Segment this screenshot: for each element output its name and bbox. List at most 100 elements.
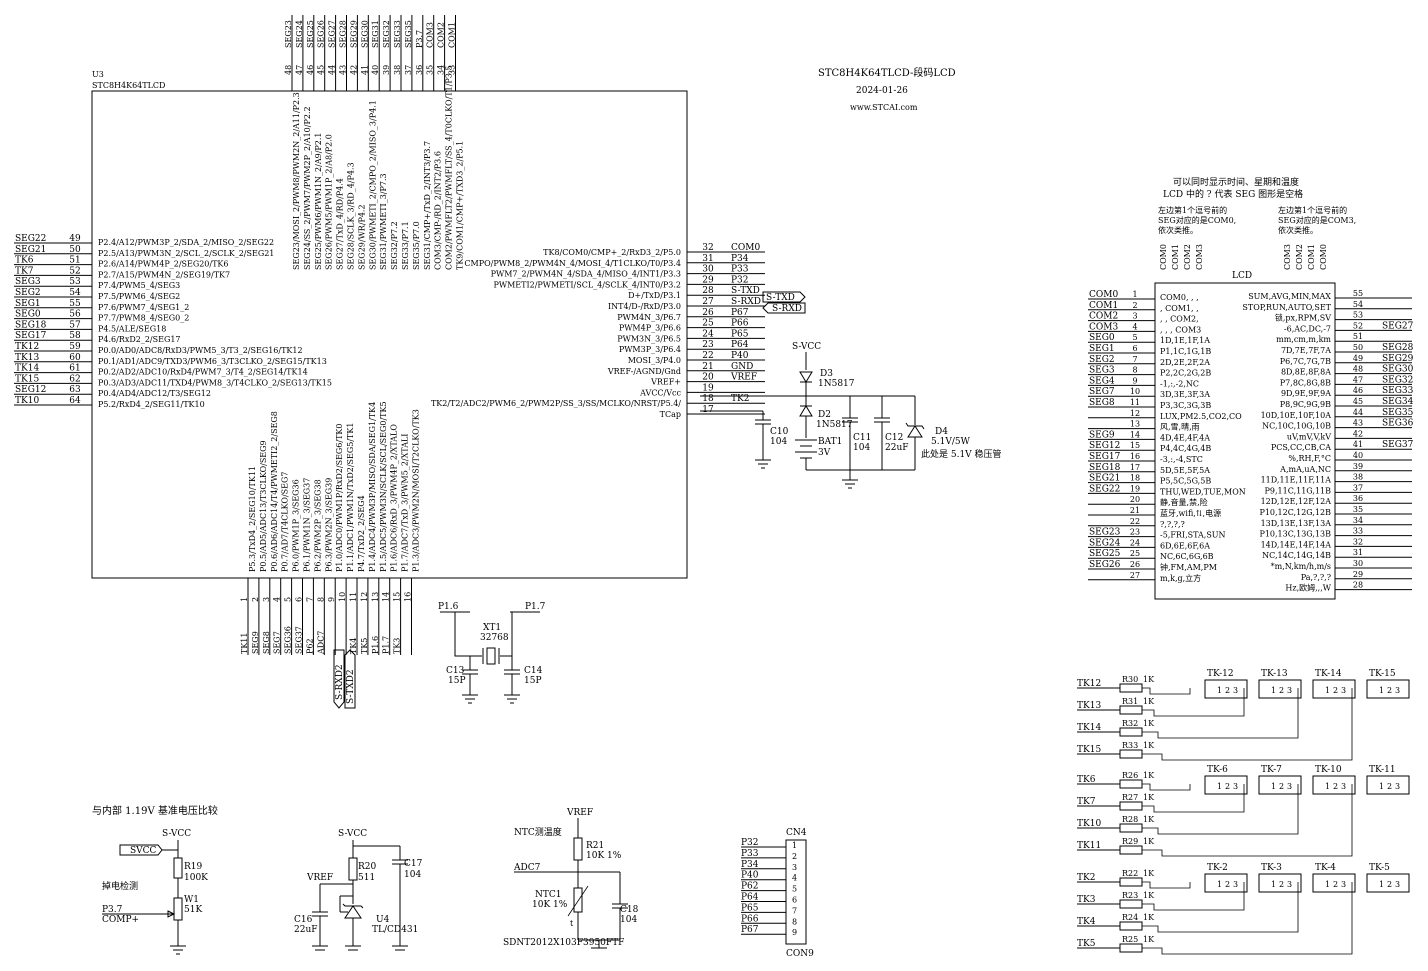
mcu-top-pin-function: SEG29/WR/P4.2 bbox=[357, 204, 366, 270]
lcd-left-pin-number: 2 bbox=[1132, 301, 1137, 310]
mcu-left-net-label: SEG1 bbox=[15, 299, 41, 309]
lcd-left-pin-number: 12 bbox=[1130, 409, 1140, 418]
lcd-right-pin-number: 40 bbox=[1353, 451, 1363, 460]
touch-key-pin-number: 3 bbox=[1287, 880, 1292, 889]
mcu-top-pin-number: 33 bbox=[448, 65, 457, 75]
mcu-right-pin-number: 23 bbox=[702, 340, 714, 350]
mcu-top-pin-number: 34 bbox=[437, 65, 446, 75]
lcd-right-pin-number: 52 bbox=[1353, 321, 1363, 330]
mcu-bottom-net-label: ADC7 bbox=[316, 631, 325, 655]
lcd-left-net-label: COM1 bbox=[1089, 301, 1118, 311]
touch-key-pin-number: 1 bbox=[1379, 686, 1384, 695]
mcu-bottom-pin-number: 5 bbox=[284, 597, 293, 602]
lcd-left-segment-text: , COM1, , bbox=[1160, 304, 1199, 313]
mcu-left-pin-number: 57 bbox=[69, 320, 81, 330]
c17-value: 104 bbox=[404, 870, 421, 880]
mcu-bottom-net-label: SEG36 bbox=[284, 626, 293, 654]
lcd-right-pin-number: 54 bbox=[1353, 300, 1363, 309]
mcu-bottom-pin-number: 8 bbox=[316, 597, 325, 602]
lcd-left-pin-number: 18 bbox=[1130, 474, 1140, 483]
touch-route bbox=[1142, 881, 1191, 889]
mcu-bottom-net-label: TK4 bbox=[349, 638, 358, 654]
mcu-top-net-label: SEG28 bbox=[339, 20, 348, 48]
touch-resistor-value: 1K bbox=[1143, 891, 1155, 900]
touch-key-symbol bbox=[1312, 873, 1356, 893]
s-rxd-flag bbox=[762, 302, 806, 314]
lcd-note-left-1: 左边第1个逗号前的 bbox=[1158, 205, 1227, 215]
comp-label: COMP+ bbox=[102, 915, 139, 925]
lcd-left-net-label: SEG24 bbox=[1089, 538, 1121, 548]
touch-net-label: TK7 bbox=[1077, 797, 1096, 807]
touch-net-label: TK14 bbox=[1077, 723, 1101, 733]
touch-key-pin-number: 2 bbox=[1279, 686, 1284, 695]
lcd-right-segment-text: 13D,13E,13F,13A bbox=[1261, 519, 1332, 528]
ntc-section: VREF NTC测温度 R21 10K 1% ADC7 C18 104 NTC1… bbox=[503, 808, 639, 949]
mcu-left-pin-number: 53 bbox=[69, 277, 81, 287]
mcu-right-net-label: P65 bbox=[731, 329, 749, 339]
mcu-left-pin-function: P2.4/A12/PWM3P_2/SDA_2/MISO_2/SEG22 bbox=[98, 238, 274, 247]
connector-net-label: P34 bbox=[741, 860, 759, 870]
connector-net-label: P66 bbox=[741, 914, 759, 924]
touch-key-pin-number: 3 bbox=[1341, 686, 1346, 695]
mcu-right-pin-function: MOSI_3/P4.0 bbox=[628, 356, 681, 365]
lcd-left-pin-number: 20 bbox=[1130, 495, 1140, 504]
mcu-bottom-pin-function: P1.1/ADC1/PWM1N/TxD2/SEG5/TK1 bbox=[346, 423, 355, 572]
lcd-right-pin-number: 51 bbox=[1353, 332, 1363, 341]
lcd-left-net-label: SEG0 bbox=[1089, 333, 1115, 343]
connector-ref: CN4 bbox=[786, 828, 807, 838]
mcu-left-net-label: TK7 bbox=[15, 266, 34, 276]
mcu-top-pin-function: SEG30/PWMETI_2/CMPO_2/MISO_3/P4.1 bbox=[368, 100, 377, 270]
mcu-top-pin-number: 38 bbox=[393, 65, 402, 75]
connector-net-label: P64 bbox=[741, 893, 759, 903]
lcd-right-net-label: SEG28 bbox=[1382, 343, 1414, 353]
touch-key-pin-number: 2 bbox=[1333, 782, 1338, 791]
c13-ref: C13 bbox=[446, 666, 465, 676]
touch-net-label: TK2 bbox=[1077, 873, 1095, 883]
lcd-left-net-label: COM0 bbox=[1089, 290, 1118, 300]
lcd-left-pin-number: 9 bbox=[1132, 376, 1137, 385]
connector-net-label: P62 bbox=[741, 882, 759, 892]
mcu-top-pin-function: SEG25/PWM6/PWM1N_2/A9/P2.1 bbox=[314, 132, 323, 270]
lcd-left-segment-text: m,k,g,立方 bbox=[1160, 573, 1201, 583]
mcu-left-net-label: TK13 bbox=[15, 353, 39, 363]
lcd-left-pin-number: 16 bbox=[1130, 452, 1140, 461]
lcd-left-pin-number: 5 bbox=[1132, 333, 1137, 342]
svcc-flag bbox=[119, 844, 163, 856]
lcd-right-net-label: SEG27 bbox=[1382, 321, 1414, 331]
lcd-right-net-label: SEG35 bbox=[1382, 408, 1414, 418]
lcd-right-net-label: SEG36 bbox=[1382, 419, 1414, 429]
touch-route bbox=[1142, 687, 1191, 695]
s-rxd2-flag bbox=[333, 649, 345, 709]
mcu-top-pin-number: 40 bbox=[371, 65, 380, 75]
s-rxd2-flag-label: S-RXD2 bbox=[335, 664, 345, 700]
r19-value: 100K bbox=[184, 873, 208, 883]
lcd-note-left-2: SEG对应的是COM0, bbox=[1158, 215, 1236, 225]
lcd-left-segment-text: 蓝牙,wifi,⇅,电源 bbox=[1160, 508, 1221, 518]
lcd-right-net-label: SEG33 bbox=[1382, 386, 1414, 396]
mcu-bottom-pin-function: P6.1/PWM1N_3/SEG37 bbox=[303, 478, 312, 572]
connector-pin-number: 1 bbox=[792, 841, 797, 850]
mcu-bottom-pin-function: P1.5/ADC5/PWM3N/SCLK/SCL/SEG0/TK5 bbox=[379, 401, 388, 572]
lcd-right-segment-text: 12D,12E,12F,12A bbox=[1261, 497, 1332, 506]
lcd-right-pin-number: 34 bbox=[1353, 516, 1363, 525]
mcu-top-pin-number: 41 bbox=[360, 65, 369, 75]
touch-key-pin-number: 1 bbox=[1325, 880, 1330, 889]
lcd-section: 可以同时显示时间、星期和温度 LCD 中的 ? 代表 SEG 图形是空格 左边第… bbox=[1088, 176, 1414, 600]
lcd-left-segment-text: , , , COM3 bbox=[1160, 325, 1201, 334]
touch-resistor-value: 1K bbox=[1143, 793, 1155, 802]
vref-label: VREF bbox=[306, 873, 333, 883]
lcd-note-1: 可以同时显示时间、星期和温度 bbox=[1173, 176, 1299, 188]
lcd-right-pin-number: 29 bbox=[1353, 570, 1363, 579]
touch-key-pin-number: 3 bbox=[1395, 880, 1400, 889]
mcu-left-pin-number: 50 bbox=[69, 245, 81, 255]
touch-resistor-symbol bbox=[1119, 845, 1143, 855]
mcu-bottom-pin-function: P0.7/AD7/T4CLKO/SEG7 bbox=[281, 472, 290, 572]
mcu-bottom-net-label: SEG7 bbox=[273, 631, 282, 654]
mcu-top-net-label: SEG23 bbox=[284, 20, 293, 48]
mcu-right-pin-number: 20 bbox=[702, 373, 714, 383]
lcd-right-segment-text: *m,N,km/h,m/s bbox=[1271, 562, 1331, 571]
touch-resistor-symbol bbox=[1119, 801, 1143, 811]
touch-key-pin-number: 2 bbox=[1279, 782, 1284, 791]
mcu-bottom-pin-function: P0.5/AD5/ADC13/T3CLKO/SEG9 bbox=[259, 440, 268, 572]
